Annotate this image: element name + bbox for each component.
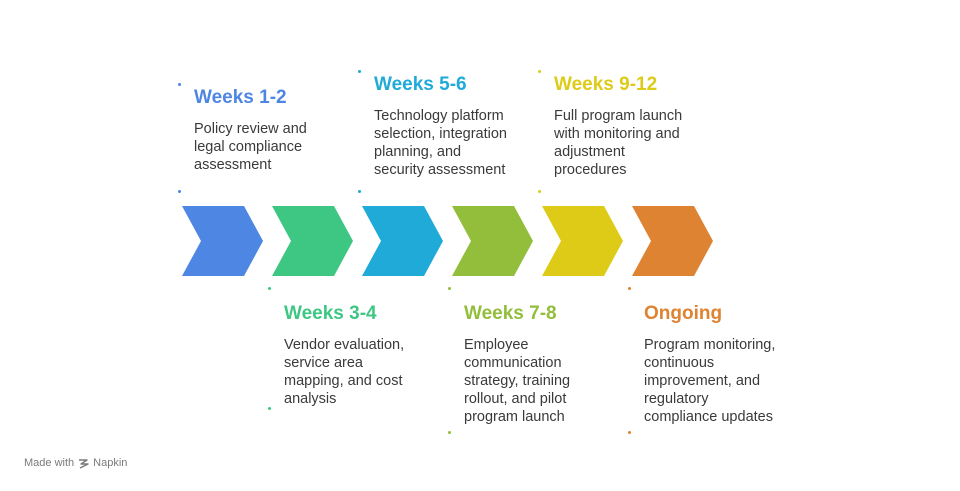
stage-description: Technology platform selection, integrati… — [374, 108, 507, 178]
stage-marker-dot — [538, 70, 541, 73]
stage-title: Weeks 7-8 — [464, 303, 557, 324]
stage-marker-dot — [268, 287, 271, 290]
stage-weeks-9-12: Weeks 9-12 Full program launch with moni… — [554, 73, 714, 179]
stage-description: Vendor evaluation, service area mapping,… — [284, 337, 405, 407]
stage-description: Full program launch with monitoring and … — [554, 108, 683, 178]
stage-marker-dot — [178, 83, 181, 86]
made-with-label: Made with — [24, 457, 75, 469]
stage-title: Weeks 9-12 — [554, 74, 658, 95]
stage-description: Employee communication strategy, trainin… — [464, 337, 571, 425]
chevron-weeks-9-12 — [542, 206, 623, 276]
made-with-napkin-footer[interactable]: Made with Napkin — [24, 457, 127, 469]
stage-marker-dot — [358, 190, 361, 193]
stage-marker-dot — [628, 287, 631, 290]
stage-weeks-3-4: Weeks 3-4 Vendor evaluation, service are… — [284, 302, 434, 408]
stage-marker-dot — [178, 190, 181, 193]
stage-title: Ongoing — [644, 303, 723, 324]
stage-marker-dot — [448, 431, 451, 434]
stage-marker-dot — [628, 431, 631, 434]
stage-marker-dot — [268, 407, 271, 410]
napkin-logo-icon — [78, 458, 89, 469]
chevron-ongoing — [632, 206, 713, 276]
stage-weeks-7-8: Weeks 7-8 Employee communication strateg… — [464, 302, 614, 426]
stage-description: Policy review and legal compliance asses… — [194, 121, 307, 173]
chevron-weeks-1-2 — [182, 206, 263, 276]
stage-title: Weeks 5-6 — [374, 74, 467, 95]
stage-marker-dot — [538, 190, 541, 193]
stage-weeks-1-2: Weeks 1-2 Policy review and legal compli… — [194, 86, 344, 174]
chevron-weeks-7-8 — [452, 206, 533, 276]
stage-title: Weeks 1-2 — [194, 87, 287, 108]
chevron-weeks-5-6 — [362, 206, 443, 276]
stage-marker-dot — [448, 287, 451, 290]
stage-title: Weeks 3-4 — [284, 303, 377, 324]
stage-ongoing: Ongoing Program monitoring, continuous i… — [644, 302, 804, 426]
chevron-weeks-3-4 — [272, 206, 353, 276]
napkin-brand-label: Napkin — [93, 457, 128, 469]
stage-description: Program monitoring, continuous improveme… — [644, 337, 776, 425]
stage-marker-dot — [358, 70, 361, 73]
stage-weeks-5-6: Weeks 5-6 Technology platform selection,… — [374, 73, 534, 179]
